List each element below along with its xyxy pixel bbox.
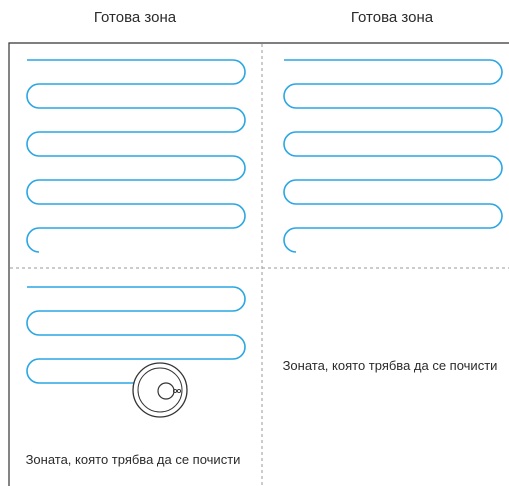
zone-caption-bottom-left: Зоната, която трябва да се почисти xyxy=(25,452,241,467)
zone-title-top-right: Готова зона xyxy=(350,9,434,26)
room-wall xyxy=(8,42,509,486)
cleaning-path-top-right xyxy=(283,59,503,253)
robot-vacuum-icon xyxy=(132,362,188,418)
zone-caption-bottom-right: Зоната, която трябва да се почисти xyxy=(282,358,498,373)
cleaning-path-top-left xyxy=(26,59,246,253)
cleaning-path-bottom-left xyxy=(26,286,246,384)
zone-title-top-left: Готова зона xyxy=(93,9,177,26)
